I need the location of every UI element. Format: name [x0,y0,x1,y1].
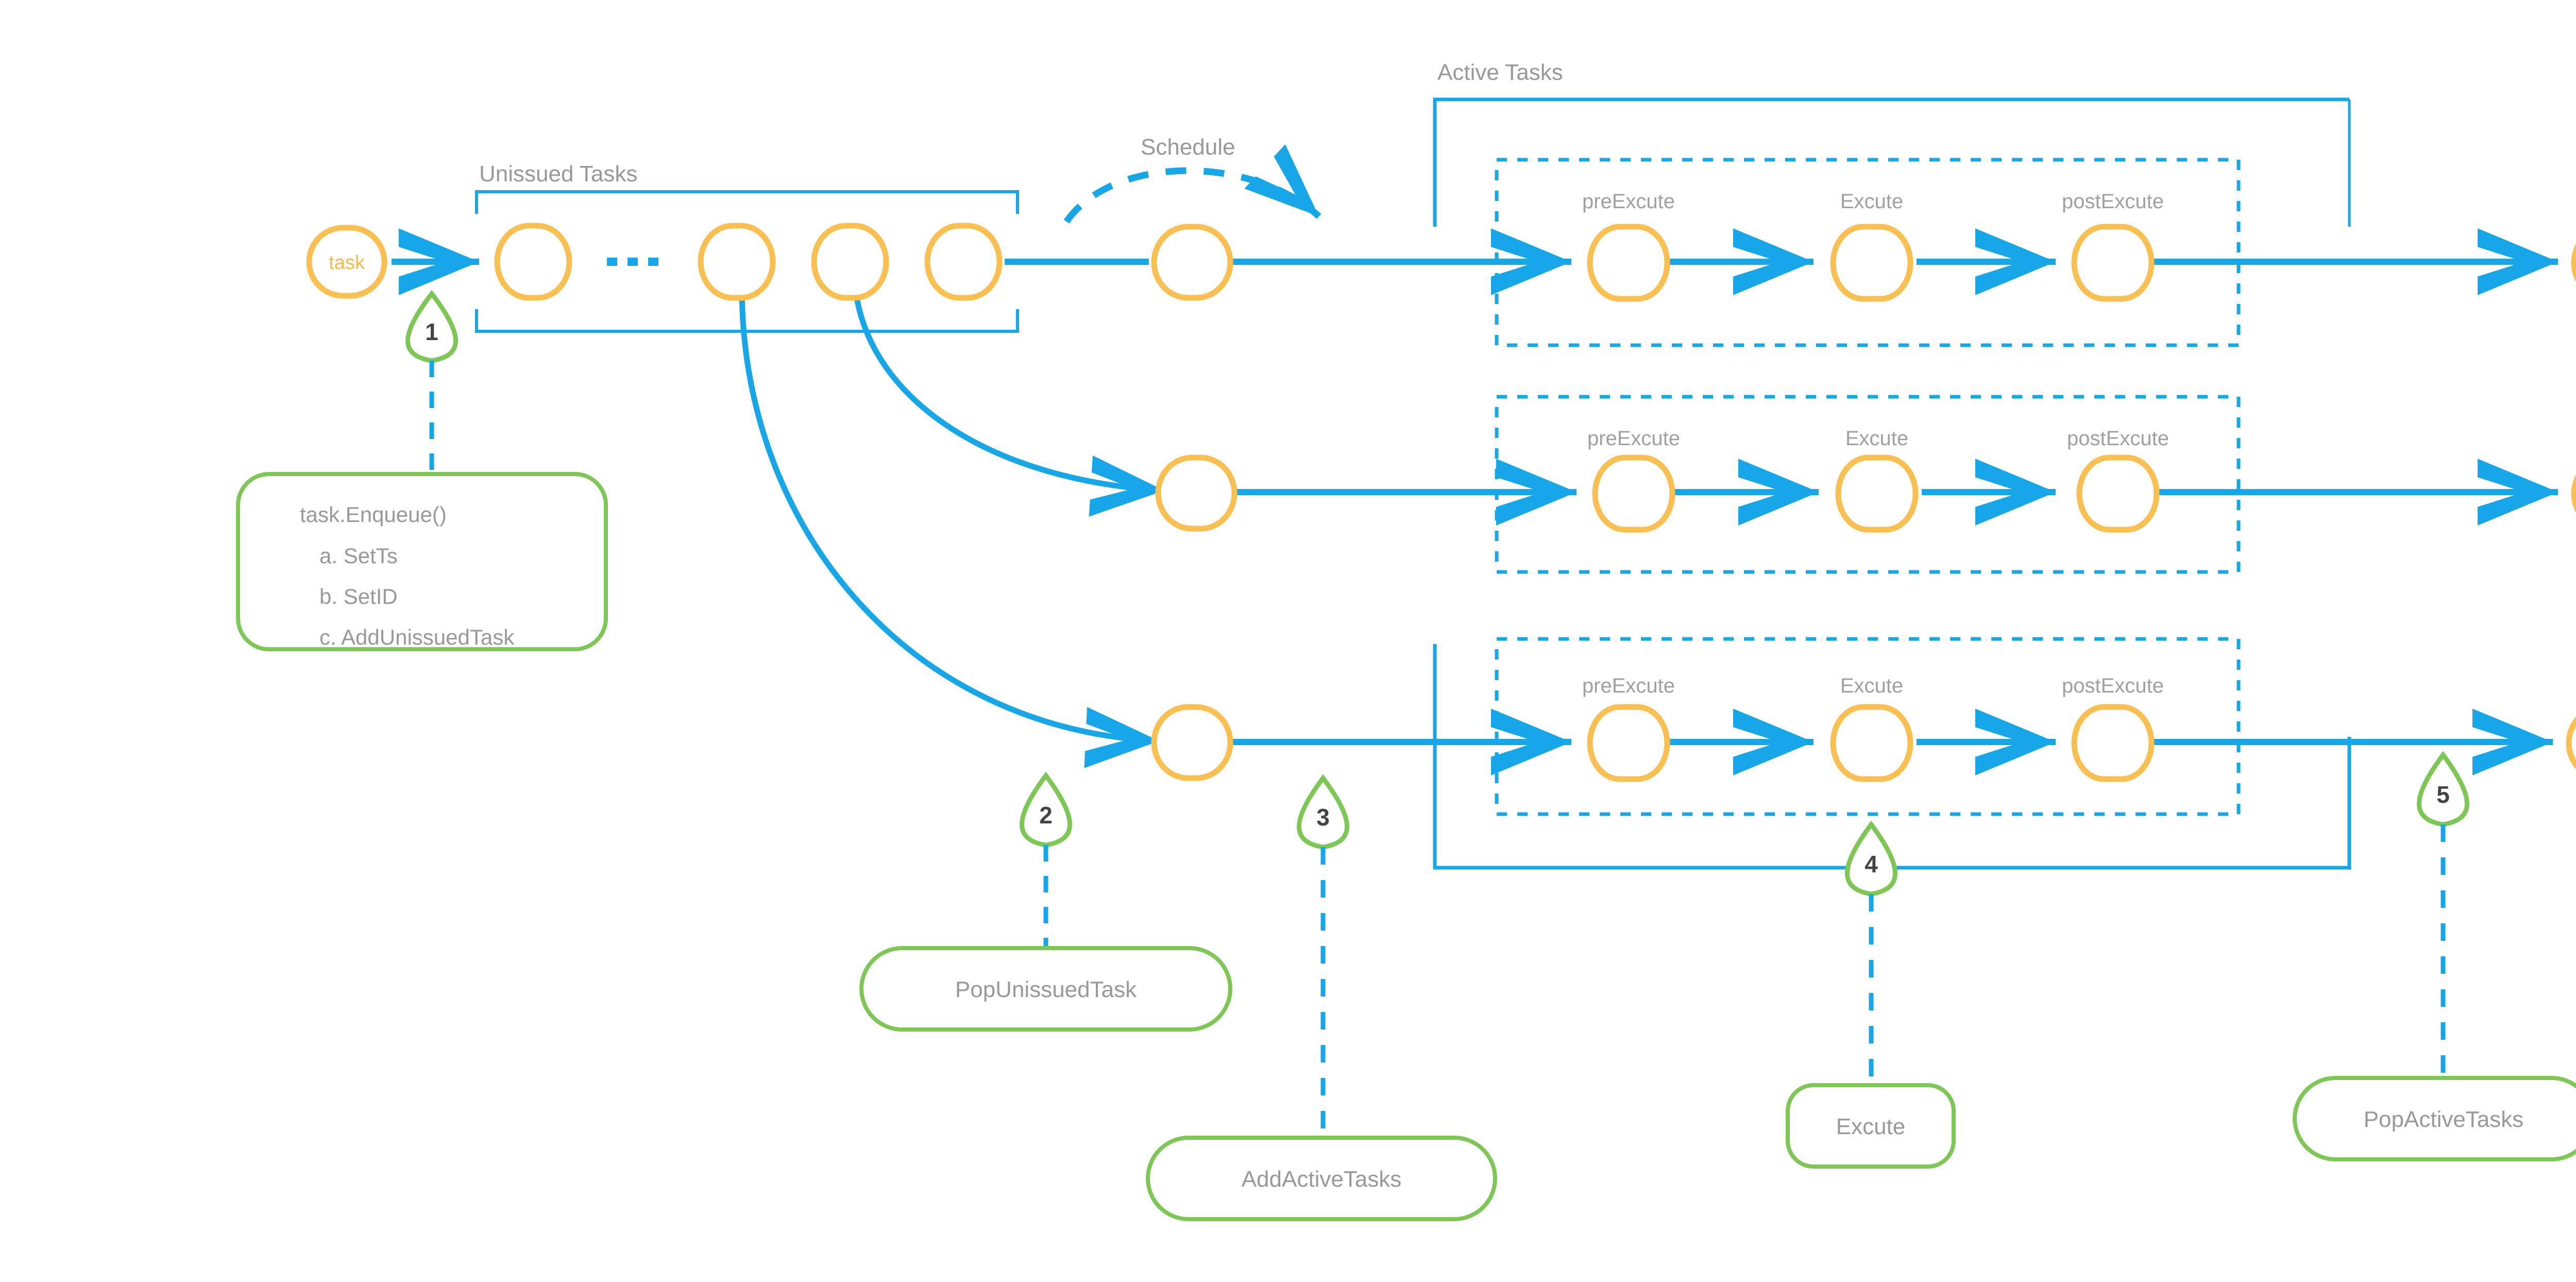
node-row1-end[interactable] [2571,227,2576,299]
schedule-label: Schedule [1141,134,1235,160]
callout-enqueue-title: task.Enqueue() [300,502,447,527]
marker-4[interactable]: 4 [1845,820,1897,897]
curve-to-row2 [852,285,1165,517]
node-row2-pre[interactable] [1592,454,1675,533]
row1-post-label: postExcute [2062,190,2164,213]
node-row2-exec[interactable] [1835,454,1919,533]
node-unissued-3[interactable] [811,223,889,301]
callout-add-active[interactable] [1146,1136,1497,1221]
node-row2-end[interactable] [2571,458,2576,530]
marker-2-number: 2 [1039,802,1053,829]
node-row3-pre[interactable] [1587,704,1670,782]
callout-excute[interactable] [1786,1083,1956,1169]
marker-2[interactable]: 2 [1020,771,1072,848]
node-row3-start[interactable] [1151,704,1233,781]
row3-exec-label: Excute [1840,674,1903,697]
queue-ellipsis-dots [607,258,658,266]
node-unissued-4[interactable] [924,223,1003,301]
marker-3-number: 3 [1316,804,1330,831]
callout-pop-active-label: PopActiveTasks [2364,1107,2524,1132]
node-row2-start[interactable] [1155,454,1238,532]
unissued-tasks-label: Unissued Tasks [479,161,637,187]
marker-4-number: 4 [1865,851,1878,878]
callout-pop-unissued[interactable] [859,946,1232,1032]
stage-box-row2 [1495,395,2241,574]
node-schedule[interactable] [1151,224,1233,301]
schedule-arc [1063,144,1321,224]
curve-to-row3 [739,287,1160,768]
callout-add-active-label: AddActiveTasks [1242,1167,1402,1192]
callout-enqueue-b: b. SetID [319,584,398,609]
row3-pre-label: preExcute [1582,674,1675,697]
callout-enqueue-a: a. SetTs [319,544,398,568]
node-unissued-2[interactable] [698,223,776,301]
stage-box-row3 [1495,637,2241,816]
active-tasks-label: Active Tasks [1437,60,1563,85]
marker-5-number: 5 [2436,781,2450,808]
callout-enqueue-c: c. AddUnissuedTask [319,625,515,649]
unissued-tasks-bracket [475,190,1019,333]
callout-pop-unissued-label: PopUnissuedTask [955,977,1137,1002]
callout-excute-label: Excute [1836,1114,1906,1139]
marker-1-number: 1 [425,318,438,345]
node-row3-end[interactable] [2566,707,2576,779]
row1-exec-label: Excute [1840,190,1903,213]
row2-post-label: postExcute [2067,427,2169,450]
node-row1-post[interactable] [2071,224,2155,302]
node-unissued-1[interactable] [494,223,572,301]
callout-enqueue[interactable] [236,472,608,651]
row2-exec-label: Excute [1845,427,1908,450]
node-row1-exec[interactable] [1830,224,1913,302]
node-task-label: task [329,252,365,274]
node-task[interactable] [306,225,387,299]
node-row3-exec[interactable] [1830,704,1913,782]
marker-3[interactable]: 3 [1297,774,1349,850]
marker-1[interactable]: 1 [405,290,458,363]
node-row1-pre[interactable] [1587,224,1670,302]
row2-pre-label: preExcute [1587,427,1680,450]
callout-pop-active[interactable] [2293,1076,2576,1161]
row3-post-label: postExcute [2062,674,2164,697]
node-row2-post[interactable] [2076,454,2160,533]
row1-pre-label: preExcute [1582,190,1675,213]
node-row3-post[interactable] [2071,704,2155,782]
marker-5[interactable]: 5 [2417,751,2469,827]
